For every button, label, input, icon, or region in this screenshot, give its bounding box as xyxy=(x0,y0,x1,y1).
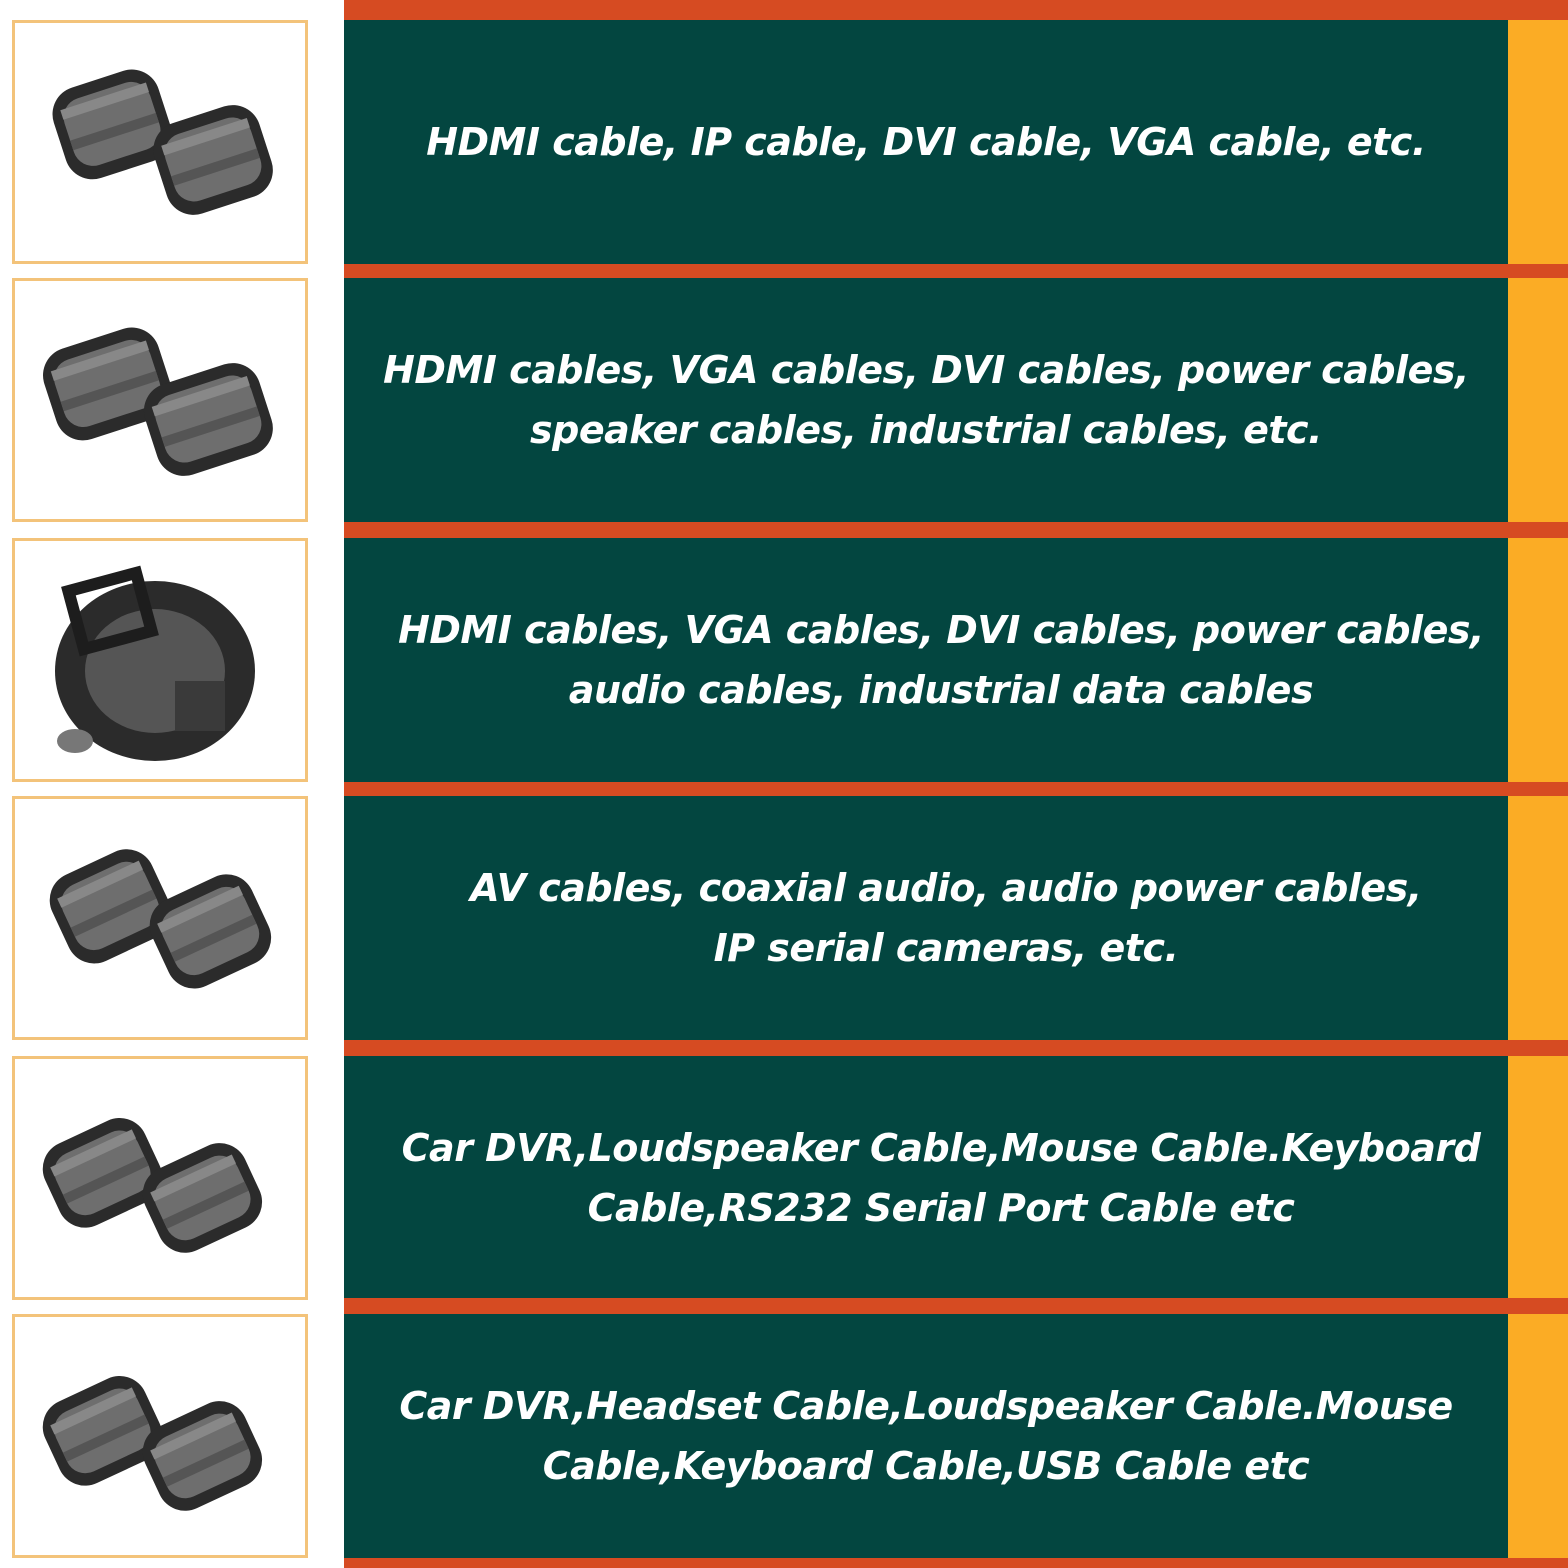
stripe-3 xyxy=(344,522,1568,538)
cable-row-2: HDMI cables, VGA cables, DVI cables, pow… xyxy=(0,264,1568,530)
ferrite-core-image-1 xyxy=(12,20,308,264)
clip-on-ferrite-core-icon xyxy=(42,1376,263,1511)
stripe-2 xyxy=(344,264,1568,278)
accent-bar-4 xyxy=(1508,796,1568,1040)
ferrite-core-image-6 xyxy=(12,1314,308,1558)
accent-bar-2 xyxy=(1508,278,1568,522)
ferrite-core-image-3 xyxy=(12,538,308,782)
stripe-7 xyxy=(344,1558,1568,1568)
accent-bar-3 xyxy=(1508,538,1568,782)
cable-row-3: HDMI cables, VGA cables, DVI cables, pow… xyxy=(0,522,1568,788)
cable-panel-1: HDMI cable, IP cable, DVI cable, VGA cab… xyxy=(344,20,1508,264)
cable-row-4: AV cables, coaxial audio, audio power ca… xyxy=(0,782,1568,1048)
stripe-5 xyxy=(344,1040,1568,1056)
cable-description-6: Car DVR,Headset Cable,Loudspeaker Cable.… xyxy=(399,1384,1453,1488)
accent-bar-5 xyxy=(1508,1056,1568,1300)
cable-row-6: Car DVR,Headset Cable,Loudspeaker Cable.… xyxy=(0,1298,1568,1568)
stripe-6 xyxy=(344,1298,1568,1314)
cable-description-3: HDMI cables, VGA cables, DVI cables, pow… xyxy=(398,608,1484,712)
clip-on-ferrite-core-icon xyxy=(42,1118,263,1253)
open-ferrite-clip-icon xyxy=(55,565,255,761)
cable-panel-6: Car DVR,Headset Cable,Loudspeaker Cable.… xyxy=(344,1314,1508,1558)
stripe-1 xyxy=(344,0,1568,20)
cable-description-2: HDMI cables, VGA cables, DVI cables, pow… xyxy=(383,348,1469,452)
clip-on-ferrite-core-icon xyxy=(52,69,273,215)
accent-bar-1 xyxy=(1508,20,1568,264)
stripe-4 xyxy=(344,782,1568,796)
cable-panel-2: HDMI cables, VGA cables, DVI cables, pow… xyxy=(344,278,1508,522)
cable-panel-5: Car DVR,Loudspeaker Cable,Mouse Cable.Ke… xyxy=(344,1056,1508,1300)
cable-row-1: HDMI cable, IP cable, DVI cable, VGA cab… xyxy=(0,0,1568,270)
cable-description-1: HDMI cable, IP cable, DVI cable, VGA cab… xyxy=(426,120,1426,164)
ferrite-core-image-5 xyxy=(12,1056,308,1300)
cable-panel-4: AV cables, coaxial audio, audio power ca… xyxy=(344,796,1508,1040)
ferrite-core-image-2 xyxy=(12,278,308,522)
ferrite-core-image-4 xyxy=(12,796,308,1040)
cable-panel-3: HDMI cables, VGA cables, DVI cables, pow… xyxy=(344,538,1508,782)
accent-bar-6 xyxy=(1508,1314,1568,1558)
cable-description-5: Car DVR,Loudspeaker Cable,Mouse Cable.Ke… xyxy=(401,1126,1481,1230)
cable-description-4: AV cables, coaxial audio, audio power ca… xyxy=(470,866,1422,970)
cable-row-5: Car DVR,Loudspeaker Cable,Mouse Cable.Ke… xyxy=(0,1040,1568,1306)
clip-on-ferrite-core-icon xyxy=(49,849,272,989)
clip-on-ferrite-core-icon xyxy=(43,327,273,476)
